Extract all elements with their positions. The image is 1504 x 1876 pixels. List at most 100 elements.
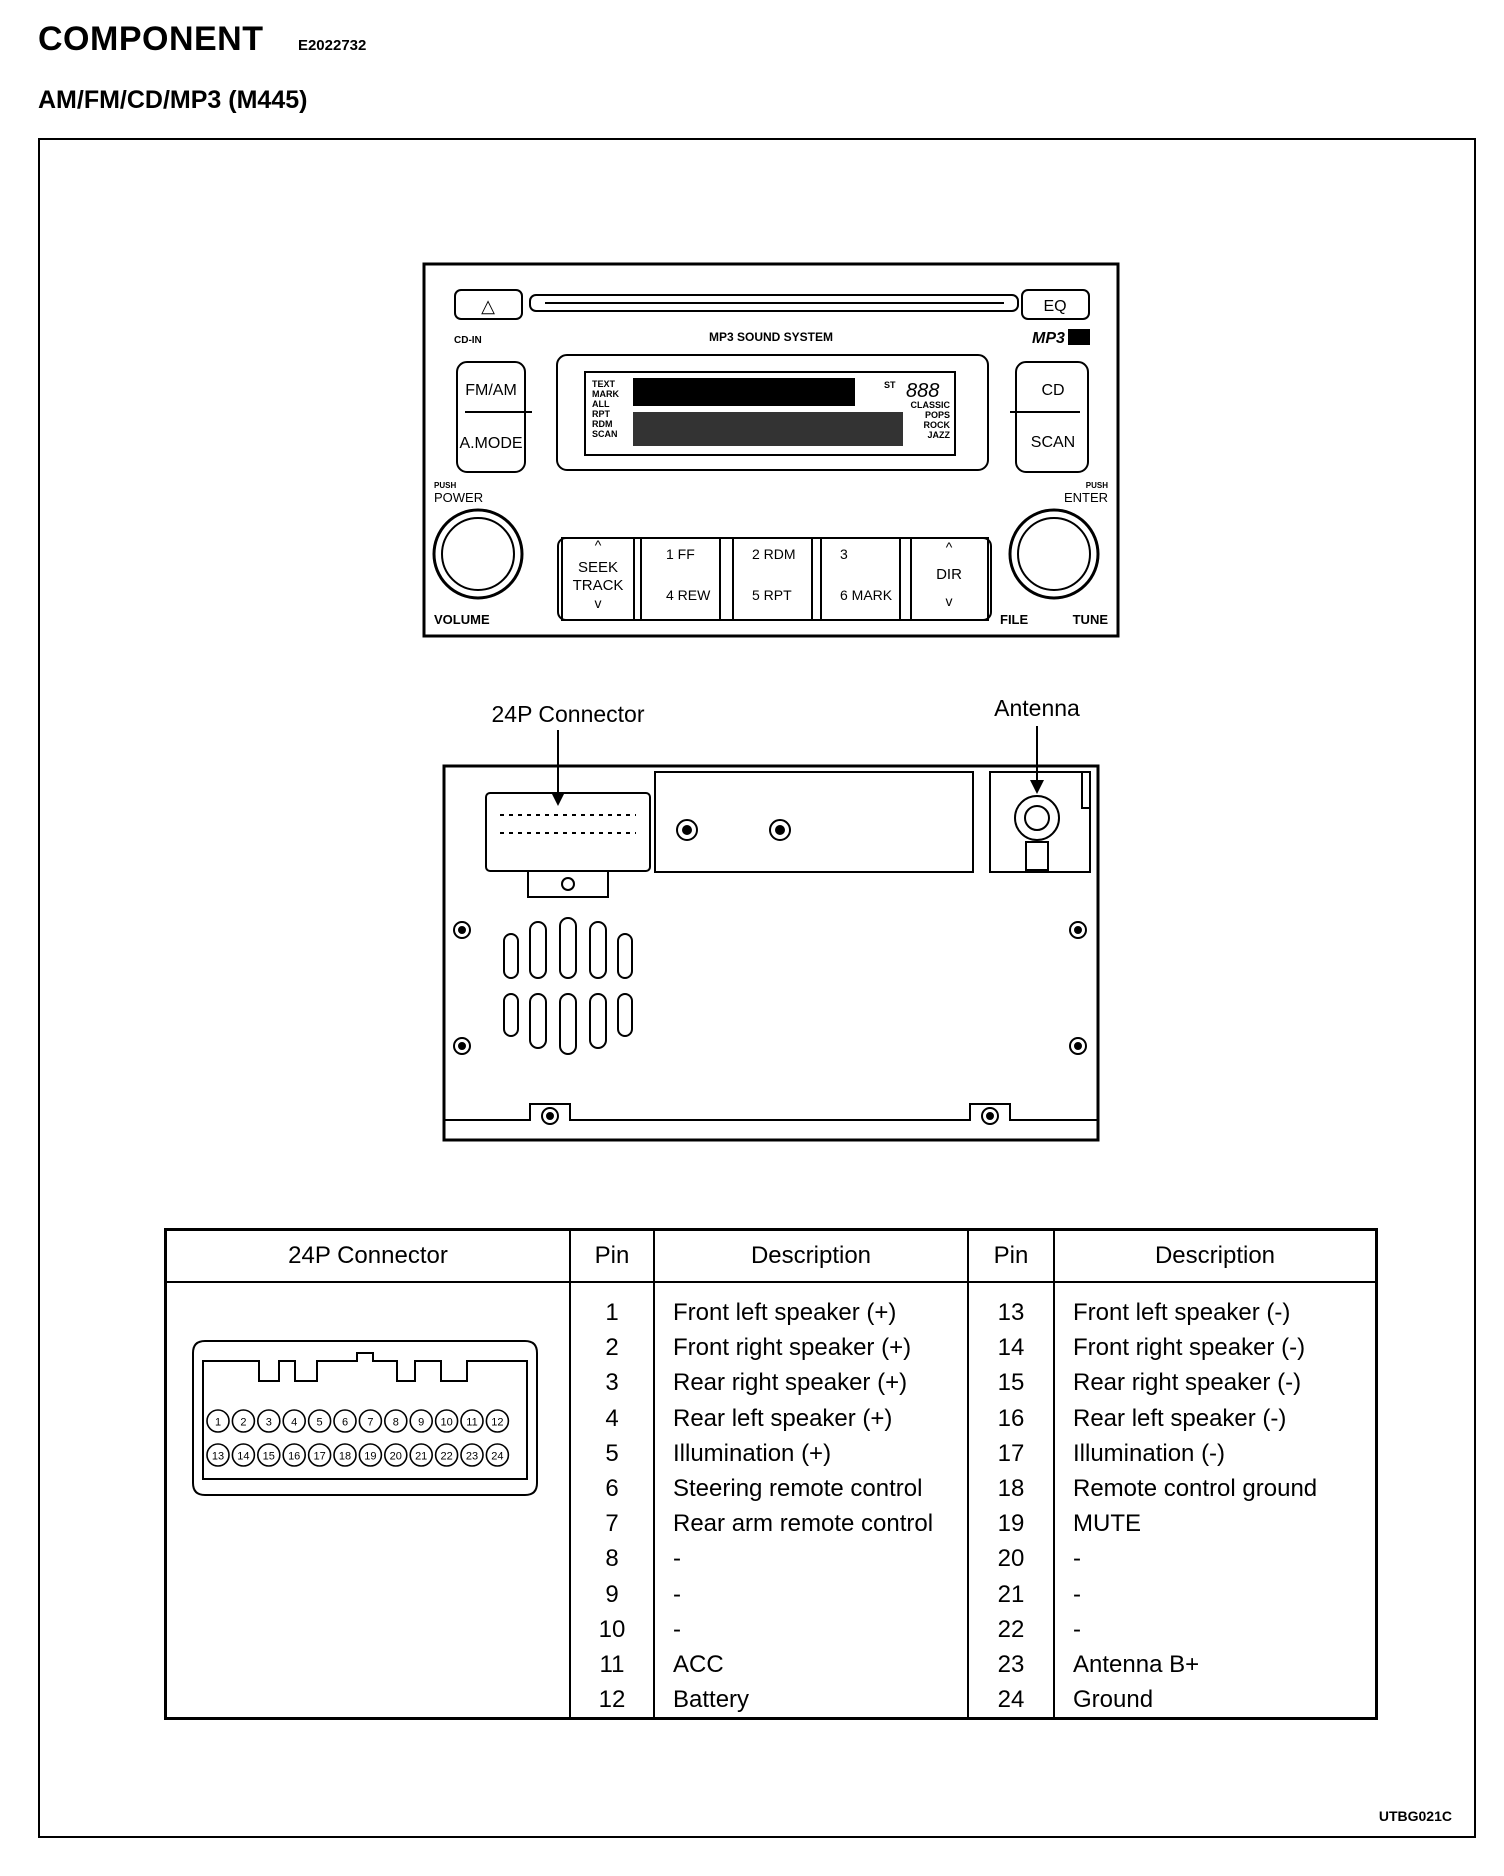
pin-number: 2 (605, 1334, 619, 1362)
connector-pin-number: 21 (415, 1451, 427, 1463)
connector-pin (231, 1409, 256, 1433)
rear-vents (503, 917, 633, 1055)
right-description-column: Front left speaker (-)Front right speake… (1053, 1282, 1378, 1719)
connector-pin-number: 13 (212, 1451, 224, 1463)
cd-in-label: CD-IN (454, 335, 482, 346)
fm-am-amode-rocker (456, 361, 526, 473)
pin-number: 21 (997, 1580, 1025, 1608)
pin-number: 16 (997, 1404, 1025, 1432)
connector-pin (358, 1409, 383, 1433)
tune-knob-inner (1017, 517, 1091, 591)
connector-pin (206, 1443, 230, 1467)
pin-number: 22 (997, 1615, 1025, 1643)
connector-pin-number: 8 (393, 1417, 399, 1429)
pin-number: 4 (605, 1404, 619, 1432)
connector-pin (257, 1443, 281, 1467)
preset-2-5-button (732, 537, 813, 621)
display-bezel (556, 354, 989, 471)
header-description: Description (653, 1228, 969, 1283)
connector-pin (282, 1443, 306, 1467)
file-label: FILE (1000, 612, 1028, 627)
pin-number: 1 (605, 1299, 619, 1326)
pin-number: 19 (997, 1510, 1025, 1538)
pin-description: ACC (673, 1650, 724, 1678)
header: COMPONENT E2022732 (38, 20, 366, 59)
pin-description: - (1073, 1545, 1081, 1573)
display-digits: 888 (906, 380, 939, 402)
connector-pin (282, 1409, 306, 1433)
rear-connector-pins (500, 814, 636, 834)
svg-text:ROCK: ROCK (924, 420, 951, 430)
svg-text:^: ^ (595, 537, 602, 553)
rear-panel: 24P Connector Antenna (442, 695, 1100, 1142)
connector-pin-number: 4 (291, 1417, 297, 1429)
svg-text:RPT: RPT (592, 409, 611, 419)
connector-pin (460, 1409, 484, 1433)
svg-text:ALL: ALL (592, 399, 610, 409)
cd-slot (529, 294, 1019, 312)
connector-screw (561, 877, 575, 891)
pin-description: Illumination (-) (1073, 1439, 1226, 1467)
pin-description: Rear right speaker (-) (1073, 1369, 1302, 1397)
connector-pin-number: 12 (491, 1417, 503, 1429)
preset-1-label: 1 FF (666, 546, 695, 562)
connector-pin (434, 1443, 459, 1467)
pin-number: 9 (605, 1580, 619, 1608)
pin-number: 12 (598, 1686, 626, 1714)
pin-number: 24 (997, 1686, 1025, 1714)
pin-description: Remote control ground (1073, 1474, 1318, 1502)
front-panel: △ EQ CD-IN MP3 SOUND SYSTEM MP3 FM/AM A.… (422, 262, 1120, 638)
svg-text:v: v (595, 595, 602, 611)
cd-label: CD (1041, 382, 1064, 399)
connector-pin (206, 1409, 230, 1433)
tune-knob (1008, 508, 1100, 600)
pin-number: 14 (997, 1334, 1025, 1362)
pin-description: Antenna B+ (1073, 1650, 1200, 1678)
pin-number: 15 (997, 1369, 1025, 1397)
connector-pin (231, 1443, 256, 1467)
header-description-2: Description (1053, 1228, 1378, 1283)
antenna-socket (1014, 795, 1060, 841)
pin-number: 13 (997, 1299, 1025, 1326)
connector-pin (485, 1443, 510, 1467)
connector-pin-number: 16 (288, 1451, 300, 1463)
svg-text:POPS: POPS (925, 410, 950, 420)
seek-track-button (561, 537, 635, 621)
svg-text:TEXT: TEXT (592, 379, 616, 389)
antenna-callout-label: Antenna (994, 695, 1080, 721)
header-pin: Pin (569, 1228, 655, 1283)
pin-table-header: 24P Connector Pin Description Pin Descri… (164, 1228, 1378, 1283)
svg-text:MARK: MARK (592, 389, 619, 399)
pin-number: 5 (605, 1439, 619, 1467)
pin-description: Ground (1073, 1686, 1154, 1714)
pin-number: 7 (605, 1510, 619, 1538)
connector-pin (384, 1409, 408, 1433)
pin-description: Rear right speaker (+) (673, 1369, 908, 1397)
svg-text:^: ^ (946, 539, 953, 555)
display-left-labels: TEXT MARK ALL RPT RDM SCAN (592, 379, 619, 439)
diagram-frame: UTBG021C (38, 138, 1476, 1838)
header-pin-2: Pin (967, 1228, 1055, 1283)
volume-knob-inner (441, 517, 515, 591)
eq-button (1021, 289, 1090, 320)
rear-edge-tab (1081, 771, 1091, 809)
power-label: POWER (434, 490, 483, 505)
display-text-area (633, 378, 855, 406)
tune-label: TUNE (1073, 612, 1109, 627)
connector-pin (409, 1443, 433, 1467)
pin-number: 3 (605, 1369, 619, 1397)
antenna-socket-inner (1024, 805, 1050, 831)
connector-pin-number: 6 (342, 1417, 348, 1429)
preset-5-label: 5 RPT (752, 587, 792, 603)
mp3-logo: MP3 (1032, 330, 1065, 347)
connector-pin-number: 15 (263, 1451, 275, 1463)
connector-pin (307, 1409, 332, 1433)
pin-description: - (1073, 1615, 1081, 1643)
figure-code: UTBG021C (1378, 1808, 1452, 1824)
pin-description: Rear left speaker (+) (673, 1404, 893, 1432)
